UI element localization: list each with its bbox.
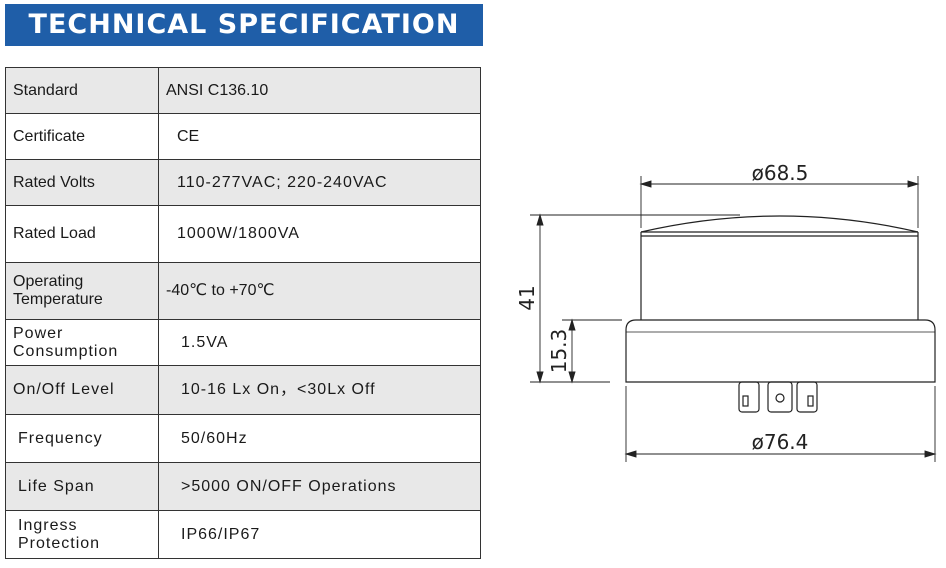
table-row: Power Consumption 1.5VA <box>5 319 481 366</box>
table-row: On/Off Level 10-16 Lx On，<30Lx Off <box>5 365 481 415</box>
spec-label: Certificate <box>5 113 159 160</box>
table-row: Rated Volts 110-277VAC; 220-240VAC <box>5 159 481 206</box>
spec-label: Power Consumption <box>5 319 159 366</box>
spec-label: Life Span <box>5 462 159 511</box>
base-height-label: 15.3 <box>547 329 571 374</box>
spec-label: Rated Volts <box>5 159 159 206</box>
table-row: Life Span >5000 ON/OFF Operations <box>5 462 481 511</box>
page-title: TECHNICAL SPECIFICATION <box>5 4 483 46</box>
photocontrol-dimension-drawing: ø68.5 ø76.4 41 15.3 <box>515 161 937 462</box>
spec-value: >5000 ON/OFF Operations <box>158 462 481 511</box>
table-row: Rated Load 1000W/1800VA <box>5 205 481 263</box>
spec-value: 50/60Hz <box>158 414 481 463</box>
table-row: Operating Temperature -40℃ to +70℃ <box>5 262 481 320</box>
spec-label: Frequency <box>5 414 159 463</box>
spec-table: Standard ANSI C136.10 Certificate CE Rat… <box>5 67 481 559</box>
bottom-diameter-label: ø76.4 <box>752 430 809 454</box>
spec-value: IP66/IP67 <box>158 510 481 559</box>
spec-value: 110-277VAC; 220-240VAC <box>158 159 481 206</box>
spec-label: Operating Temperature <box>5 262 159 320</box>
table-row: Frequency 50/60Hz <box>5 414 481 463</box>
spec-label: Ingress Protection <box>5 510 159 559</box>
spec-value: 10-16 Lx On，<30Lx Off <box>158 365 481 415</box>
spec-value: CE <box>158 113 481 160</box>
spec-label: Standard <box>5 67 159 114</box>
table-row: Certificate CE <box>5 113 481 160</box>
spec-label: On/Off Level <box>5 365 159 415</box>
spec-value: 1000W/1800VA <box>158 205 481 263</box>
total-height-label: 41 <box>515 285 539 310</box>
table-row: Standard ANSI C136.10 <box>5 67 481 114</box>
spec-value: ANSI C136.10 <box>158 67 481 114</box>
spec-value: -40℃ to +70℃ <box>158 262 481 320</box>
top-diameter-label: ø68.5 <box>752 161 809 185</box>
spec-label: Rated Load <box>5 205 159 263</box>
spec-value: 1.5VA <box>158 319 481 366</box>
table-row: Ingress Protection IP66/IP67 <box>5 510 481 559</box>
